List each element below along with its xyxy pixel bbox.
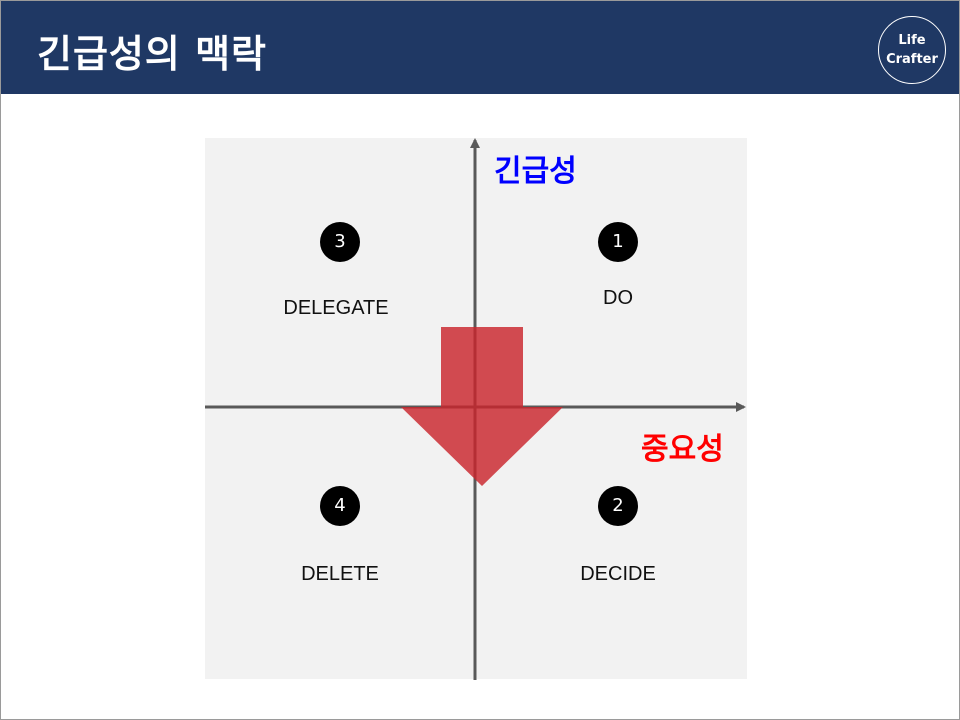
quadrant-1-label: DO xyxy=(603,287,633,309)
importance-axis-label: 중요성 xyxy=(641,432,724,467)
quadrant-2-label: DECIDE xyxy=(580,563,656,585)
quadrant-2-badge: 2 xyxy=(598,486,638,526)
page-title: 긴급성의 맥락 xyxy=(37,32,267,76)
logo-line-2: Crafter xyxy=(886,52,938,67)
quadrant-3-badge: 3 xyxy=(320,222,360,262)
quadrant-3-label: DELEGATE xyxy=(283,297,389,319)
down-arrow-shape xyxy=(401,327,563,486)
urgency-axis-label: 긴급성 xyxy=(494,154,577,189)
quadrant-1-badge: 1 xyxy=(598,222,638,262)
logo-line-1: Life xyxy=(898,33,926,48)
quadrant-4-badge: 4 xyxy=(320,486,360,526)
quadrant-4-label: DELETE xyxy=(301,563,379,585)
life-crafter-logo: Life Crafter xyxy=(878,16,946,84)
header-bar: 긴급성의 맥락 Life Crafter xyxy=(1,1,959,94)
